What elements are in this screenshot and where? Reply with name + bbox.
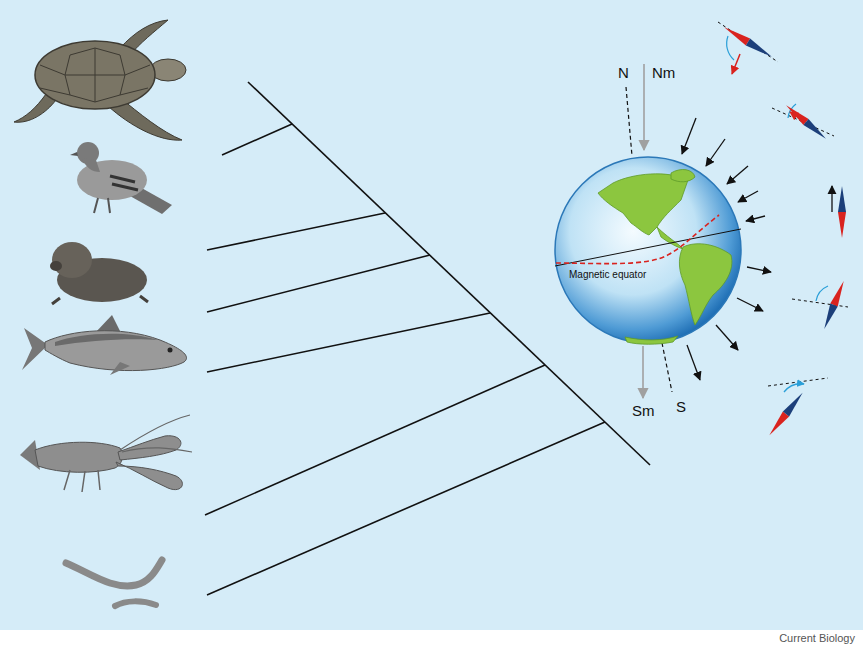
- axis-lines-part: [626, 87, 632, 156]
- pigeon-illustration-part: [70, 152, 78, 156]
- continent-shape: [625, 336, 678, 344]
- background-panel: [0, 0, 863, 630]
- globe-outline: [555, 157, 741, 343]
- mole-rat-illustration-part: [50, 261, 62, 271]
- salmon-illustration-part: [110, 362, 130, 375]
- compass-needle-part: [722, 24, 774, 60]
- field-arrows-part: [706, 139, 725, 166]
- compass-needle-part-part: [803, 119, 828, 142]
- compass-needle-part: [838, 186, 846, 238]
- globe-shape: [553, 155, 743, 345]
- compass-needle-part-part: [766, 412, 789, 438]
- axis-lines-part: [643, 64, 645, 150]
- compass-needle-part-part: [784, 102, 809, 125]
- mole-rat-illustration: [50, 242, 148, 304]
- lobster-illustration-part: [64, 470, 100, 492]
- axis-label: S: [676, 398, 686, 415]
- compass-needle-part: [821, 279, 848, 330]
- phylogenetic-tree: [205, 82, 650, 595]
- field-arrows-part: [738, 191, 758, 202]
- worm-illustration-part: [66, 560, 162, 586]
- phylogenetic-tree-part: [207, 255, 430, 312]
- phylogenetic-tree-part: [207, 213, 385, 250]
- field-arrows-part: [716, 325, 738, 350]
- salmon-illustration-part: [22, 328, 48, 370]
- compass-needle-part: [727, 36, 734, 60]
- compass-needle: [792, 279, 848, 330]
- compass-needle-part: [732, 54, 740, 74]
- phylogenetic-tree-part: [207, 422, 605, 595]
- salmon-illustration-part: [45, 331, 187, 371]
- field-arrows-part: [737, 298, 763, 311]
- compass-needle-part: [784, 102, 829, 142]
- compass-needle: [718, 22, 778, 74]
- compass-needle-part-part: [838, 186, 846, 212]
- mole-rat-illustration-part: [52, 242, 92, 278]
- lobster-illustration-part: [116, 462, 182, 490]
- worm-illustration-part: [115, 601, 156, 606]
- compass-needle-part-part: [830, 279, 847, 306]
- compass-needle: [766, 378, 828, 438]
- turtle-illustration: [14, 20, 186, 140]
- axis-lines-part: [642, 346, 644, 398]
- field-arrows-part: [746, 216, 765, 221]
- compass-needle-part: [816, 286, 828, 301]
- field-arrows-part: [687, 345, 700, 380]
- salmon-illustration-part: [55, 334, 158, 346]
- lobster-illustration-part: [35, 442, 122, 472]
- region-label: Magnetic equator: [569, 269, 646, 281]
- compass-needle-part-part: [838, 212, 846, 238]
- continent-shape: [598, 174, 688, 235]
- source-credit: Current Biology: [779, 632, 855, 645]
- compass-needle: [832, 186, 846, 238]
- pigeon-illustration-part: [110, 176, 138, 190]
- turtle-illustration-part: [35, 41, 155, 109]
- compass-needle-part-part: [821, 304, 838, 331]
- mole-rat-illustration-part: [52, 296, 148, 304]
- salmon-illustration-part: [168, 348, 173, 353]
- lobster-illustration: [20, 415, 192, 492]
- pigeon-illustration: [70, 142, 172, 214]
- pigeon-illustration-part: [94, 198, 110, 213]
- compass-needle-part: [831, 186, 832, 212]
- turtle-illustration-part: [40, 48, 150, 102]
- field-arrows-part: [682, 118, 696, 154]
- globe-node: Magnetic equator: [553, 155, 743, 345]
- turtle-illustration-part: [14, 94, 56, 122]
- field-arrows-part: [747, 267, 771, 272]
- compass-needle-part-part: [783, 390, 806, 416]
- continent-shape: [671, 170, 695, 182]
- lobster-illustration-part: [120, 415, 192, 452]
- phylogenetic-tree-part: [207, 313, 490, 372]
- compass-needle-part: [718, 22, 778, 62]
- magnetic-equator-line: [556, 215, 719, 264]
- phylogenetic-tree-part: [222, 124, 292, 155]
- phylogenetic-tree-part: [205, 365, 545, 515]
- axis-label: Nm: [652, 64, 675, 81]
- pigeon-illustration-part: [82, 158, 100, 172]
- axis-lines-part: [662, 343, 672, 392]
- compass-needle-part: [766, 390, 806, 437]
- compass-needle: [772, 102, 834, 142]
- worm-illustration: [66, 560, 162, 606]
- compass-needle-part: [768, 378, 828, 386]
- compass-needle-part: [792, 299, 848, 307]
- axis-label: Sm: [632, 402, 655, 419]
- continent-shape: [679, 244, 732, 325]
- axis-label: N: [618, 64, 629, 81]
- salmon-illustration: [22, 315, 187, 375]
- compass-needle-part: [784, 384, 804, 392]
- compass-needle-part-part: [746, 39, 774, 61]
- continent-shape: [657, 227, 683, 249]
- compass-needle-part-part: [722, 24, 750, 46]
- field-arrows-part: [727, 166, 748, 184]
